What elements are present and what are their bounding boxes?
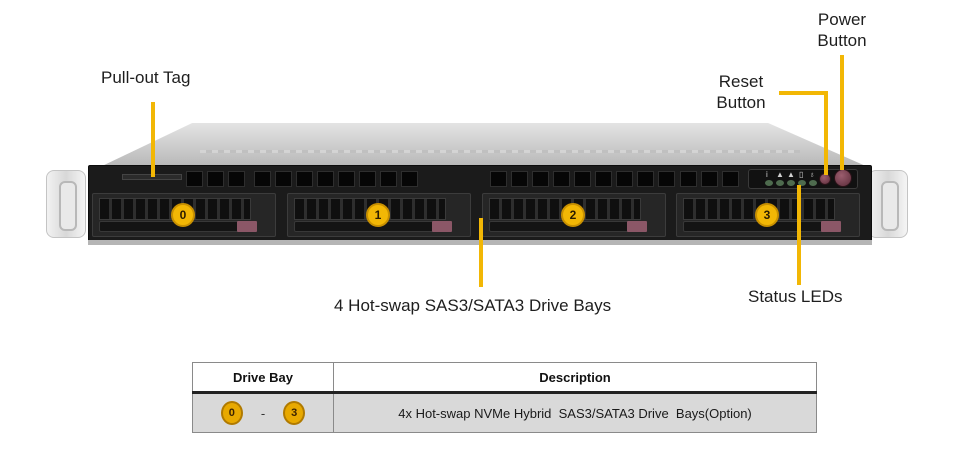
status-led xyxy=(809,180,817,186)
pull-out-tag-callout-line xyxy=(151,102,155,177)
reset-button-callout-line-v xyxy=(824,91,828,175)
range-separator: - xyxy=(260,405,266,421)
status-leds-callout-line xyxy=(797,185,801,285)
warning-icon: ▲ xyxy=(776,170,784,179)
chassis-top-cover xyxy=(100,123,868,167)
power-button-label-line1: Power xyxy=(817,10,867,29)
bay-release-tab[interactable] xyxy=(627,221,647,232)
power-button-label-line2: Button xyxy=(817,31,867,50)
drive-bays-callout-line xyxy=(479,218,483,287)
status-leds-label: Status LEDs xyxy=(748,287,843,306)
network-icon: ♁ xyxy=(809,170,815,179)
hdd-icon: ▯ xyxy=(799,170,804,179)
header-description: Description xyxy=(333,362,817,394)
drive-bays-label: 4 Hot-swap SAS3/SATA3 Drive Bays xyxy=(334,296,612,315)
bay-end-badge: 3 xyxy=(283,401,306,425)
drive-bay-table: Drive Bay Description 0 - 3 4x Hot-swap … xyxy=(192,362,817,433)
control-panel xyxy=(748,169,858,189)
bay-number-badge: 1 xyxy=(366,203,390,227)
bay-start-badge: 0 xyxy=(220,401,243,425)
power-button-label: Power Button xyxy=(810,9,874,51)
bay-number-badge: 3 xyxy=(755,203,779,227)
bay-number-badge: 0 xyxy=(171,203,195,227)
table-header-row: Drive Bay Description xyxy=(192,362,817,394)
reset-button-label: Reset Button xyxy=(710,71,772,113)
bay-number-badge: 2 xyxy=(561,203,585,227)
vent-row-4 xyxy=(680,171,739,188)
header-drive-bay: Drive Bay xyxy=(192,362,334,394)
power-button[interactable] xyxy=(834,169,852,187)
status-led xyxy=(787,180,795,186)
chassis-vent-strip xyxy=(200,150,800,153)
status-led xyxy=(776,180,784,186)
left-rack-handle xyxy=(46,170,86,238)
description-cell: 4x Hot-swap NVMe Hybrid SAS3/SATA3 Drive… xyxy=(333,392,817,433)
vent-row-3 xyxy=(490,171,675,188)
bay-release-tab[interactable] xyxy=(821,221,841,232)
reset-button-callout-line-h xyxy=(779,91,828,95)
vent-row-2 xyxy=(254,171,418,188)
pull-out-tag-label: Pull-out Tag xyxy=(101,68,191,87)
status-led xyxy=(798,180,806,186)
table-row: 0 - 3 4x Hot-swap NVMe Hybrid SAS3/SATA3… xyxy=(192,392,817,433)
drive-bay-2[interactable]: 2 xyxy=(482,193,666,237)
status-led xyxy=(765,180,773,186)
drive-bay-0[interactable]: 0 xyxy=(92,193,276,237)
reset-button-label-line1: Reset xyxy=(718,72,764,91)
right-rack-handle xyxy=(868,170,908,238)
bay-release-tab[interactable] xyxy=(432,221,452,232)
bay-release-tab[interactable] xyxy=(237,221,257,232)
power-button-callout-line xyxy=(840,55,844,170)
drive-bay-1[interactable]: 1 xyxy=(287,193,471,237)
vent-row-1 xyxy=(186,171,245,188)
reset-button-label-line2: Button xyxy=(716,93,766,112)
drive-bay-range-cell: 0 - 3 xyxy=(192,392,334,433)
drive-bay-3[interactable]: 3 xyxy=(676,193,860,237)
info-icon: i xyxy=(766,170,768,179)
warning-icon: ▲ xyxy=(787,170,795,179)
